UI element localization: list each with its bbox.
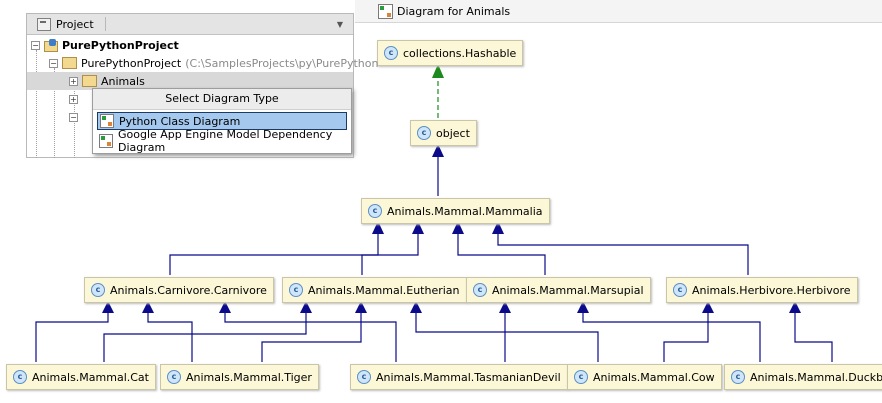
class-node-carnivore[interactable]: c Animals.Carnivore.Carnivore bbox=[84, 277, 274, 303]
class-node-hashable[interactable]: c collections.Hashable bbox=[377, 40, 524, 66]
select-diagram-type-popup: Select Diagram Type Python Class Diagram… bbox=[92, 88, 352, 154]
class-icon: c bbox=[13, 370, 27, 384]
collapse-icon[interactable]: − bbox=[69, 112, 78, 122]
diagram-icon bbox=[99, 134, 113, 148]
class-node-label: Animals.Mammal.Cat bbox=[32, 370, 149, 384]
tree-item-label: PurePythonProject bbox=[81, 56, 182, 70]
class-node-duckbill[interactable]: c Animals.Mammal.Duckbill bbox=[724, 364, 882, 390]
class-node-tasmaniandevil[interactable]: c Animals.Mammal.TasmanianDevil bbox=[350, 364, 568, 390]
collapse-icon[interactable]: − bbox=[49, 58, 58, 68]
tree-guide-line bbox=[36, 50, 37, 158]
tree-item-label: PurePythonProject bbox=[62, 38, 179, 52]
class-icon: c bbox=[473, 283, 487, 297]
class-node-tiger[interactable]: c Animals.Mammal.Tiger bbox=[160, 364, 319, 390]
class-node-herbivore[interactable]: c Animals.Herbivore.Herbivore bbox=[666, 277, 858, 303]
popup-item-label: Python Class Diagram bbox=[119, 114, 241, 128]
project-icon bbox=[37, 17, 51, 31]
popup-title: Select Diagram Type bbox=[93, 89, 351, 110]
class-icon: c bbox=[574, 370, 588, 384]
tree-item-label: Animals bbox=[101, 74, 145, 88]
class-icon: c bbox=[167, 370, 181, 384]
project-panel-title: Project bbox=[56, 17, 94, 31]
diagram-icon bbox=[378, 3, 393, 19]
gae-model-dependency-diagram-option[interactable]: Google App Engine Model Dependency Diagr… bbox=[97, 128, 347, 154]
class-node-marsupial[interactable]: c Animals.Mammal.Marsupial bbox=[466, 277, 651, 303]
tree-item-expanded[interactable]: − bbox=[69, 108, 78, 126]
folder-icon bbox=[62, 57, 77, 69]
class-node-label: object bbox=[436, 126, 470, 140]
class-icon: c bbox=[384, 46, 398, 60]
tree-guide-line bbox=[74, 86, 75, 158]
project-panel-header[interactable]: Project ▼ bbox=[27, 14, 353, 35]
class-icon: c bbox=[91, 283, 105, 297]
class-node-label: Animals.Mammal.TasmanianDevil bbox=[376, 370, 561, 384]
tree-item-root-project[interactable]: − PurePythonProject bbox=[31, 36, 179, 54]
class-node-eutherian[interactable]: c Animals.Mammal.Eutherian bbox=[282, 277, 467, 303]
class-node-cow[interactable]: c Animals.Mammal.Cow bbox=[567, 364, 722, 390]
tree-item-animals[interactable]: + Animals bbox=[27, 72, 353, 90]
class-node-cat[interactable]: c Animals.Mammal.Cat bbox=[6, 364, 156, 390]
class-node-label: collections.Hashable bbox=[403, 46, 517, 60]
popup-item-label: Google App Engine Model Dependency Diagr… bbox=[118, 128, 333, 154]
python-project-icon bbox=[44, 39, 58, 52]
header-separator bbox=[104, 17, 106, 31]
class-node-mammalia[interactable]: c Animals.Mammal.Mammalia bbox=[361, 198, 550, 224]
tree-guide-line bbox=[54, 68, 55, 158]
class-node-label: Animals.Mammal.Eutherian bbox=[308, 283, 460, 297]
class-node-label: Animals.Mammal.Cow bbox=[593, 370, 715, 384]
expand-icon[interactable]: + bbox=[69, 94, 78, 104]
diagram-tab[interactable]: Diagram for Animals bbox=[378, 2, 510, 20]
python-class-diagram-option[interactable]: Python Class Diagram bbox=[97, 112, 347, 130]
chevron-down-icon[interactable]: ▼ bbox=[336, 19, 343, 29]
class-node-label: Animals.Herbivore.Herbivore bbox=[692, 283, 851, 297]
class-icon: c bbox=[357, 370, 371, 384]
class-icon: c bbox=[368, 204, 382, 218]
diagram-icon bbox=[100, 114, 114, 128]
class-icon: c bbox=[289, 283, 303, 297]
class-icon: c bbox=[673, 283, 687, 297]
class-node-label: Animals.Mammal.Marsupial bbox=[492, 283, 644, 297]
tree-item-module[interactable]: − PurePythonProject (C:\SamplesProjects\… bbox=[49, 54, 378, 72]
module-path: (C:\SamplesProjects\py\PurePython bbox=[185, 56, 379, 70]
class-node-label: Animals.Mammal.Mammalia bbox=[387, 204, 543, 218]
class-icon: c bbox=[731, 370, 745, 384]
tree-item-collapsed[interactable]: + bbox=[69, 90, 78, 108]
class-node-label: Animals.Mammal.Duckbill bbox=[750, 370, 882, 384]
class-node-label: Animals.Carnivore.Carnivore bbox=[110, 283, 267, 297]
class-node-object[interactable]: c object bbox=[410, 120, 477, 146]
collapse-icon[interactable]: − bbox=[31, 40, 40, 50]
diagram-tab-label: Diagram for Animals bbox=[397, 4, 511, 18]
class-node-label: Animals.Mammal.Tiger bbox=[186, 370, 312, 384]
expand-icon[interactable]: + bbox=[69, 76, 78, 86]
folder-icon bbox=[82, 75, 97, 87]
editor-tab-bar bbox=[355, 0, 882, 23]
class-icon: c bbox=[417, 126, 431, 140]
